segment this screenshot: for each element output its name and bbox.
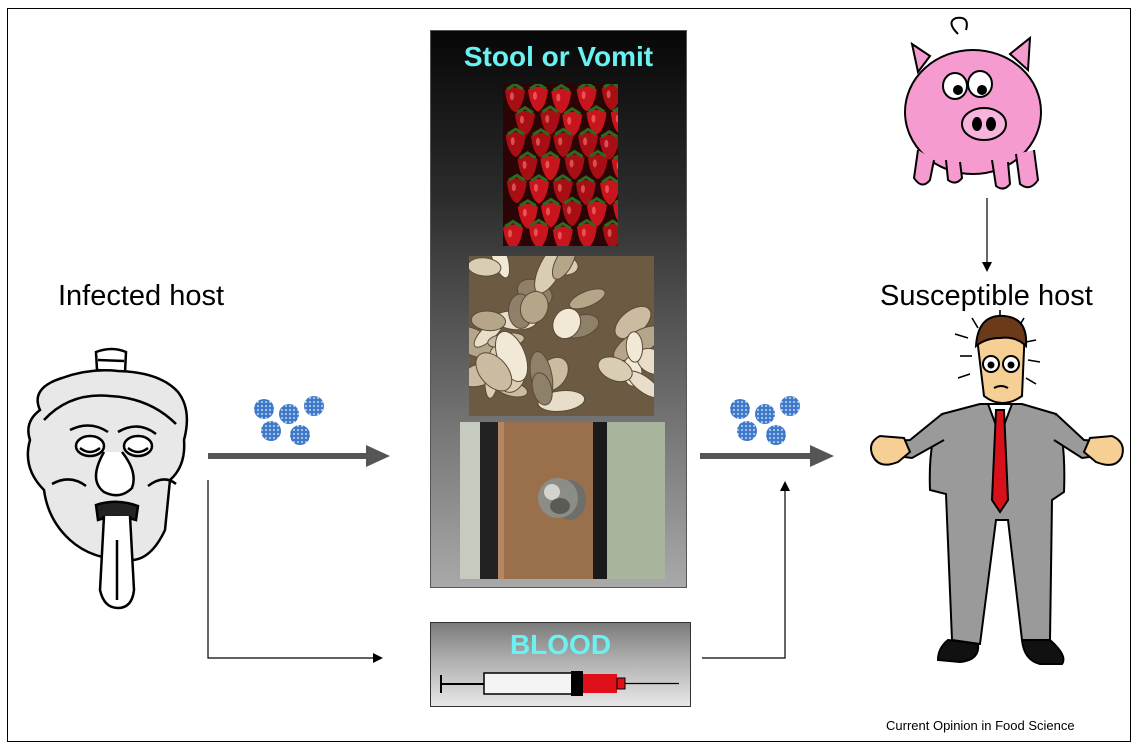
blood-panel-title: BLOOD bbox=[509, 629, 612, 660]
blood-route-connector-right bbox=[702, 481, 790, 659]
susceptible-host-illustration bbox=[870, 310, 1124, 665]
figure-frame bbox=[7, 8, 1131, 742]
doorknob-photo bbox=[460, 422, 665, 579]
vehicles-panel-title: Stool or Vomit bbox=[463, 41, 654, 72]
transmission-arrow-left bbox=[208, 445, 390, 467]
infected-host-label: Infected host bbox=[58, 280, 225, 312]
susceptible-host-label: Susceptible host bbox=[880, 280, 1093, 312]
source-credit: Current Opinion in Food Science bbox=[886, 718, 1075, 733]
pig-illustration bbox=[904, 16, 1042, 190]
virus-particles-left bbox=[254, 396, 324, 445]
syringe-icon bbox=[440, 671, 679, 696]
blood-route-connector-left bbox=[207, 480, 383, 663]
transmission-arrow-right bbox=[700, 445, 834, 467]
virus-particles-right bbox=[730, 396, 800, 445]
infected-host-illustration bbox=[26, 347, 189, 610]
clams-photo bbox=[469, 256, 654, 416]
strawberries-photo bbox=[503, 84, 618, 246]
